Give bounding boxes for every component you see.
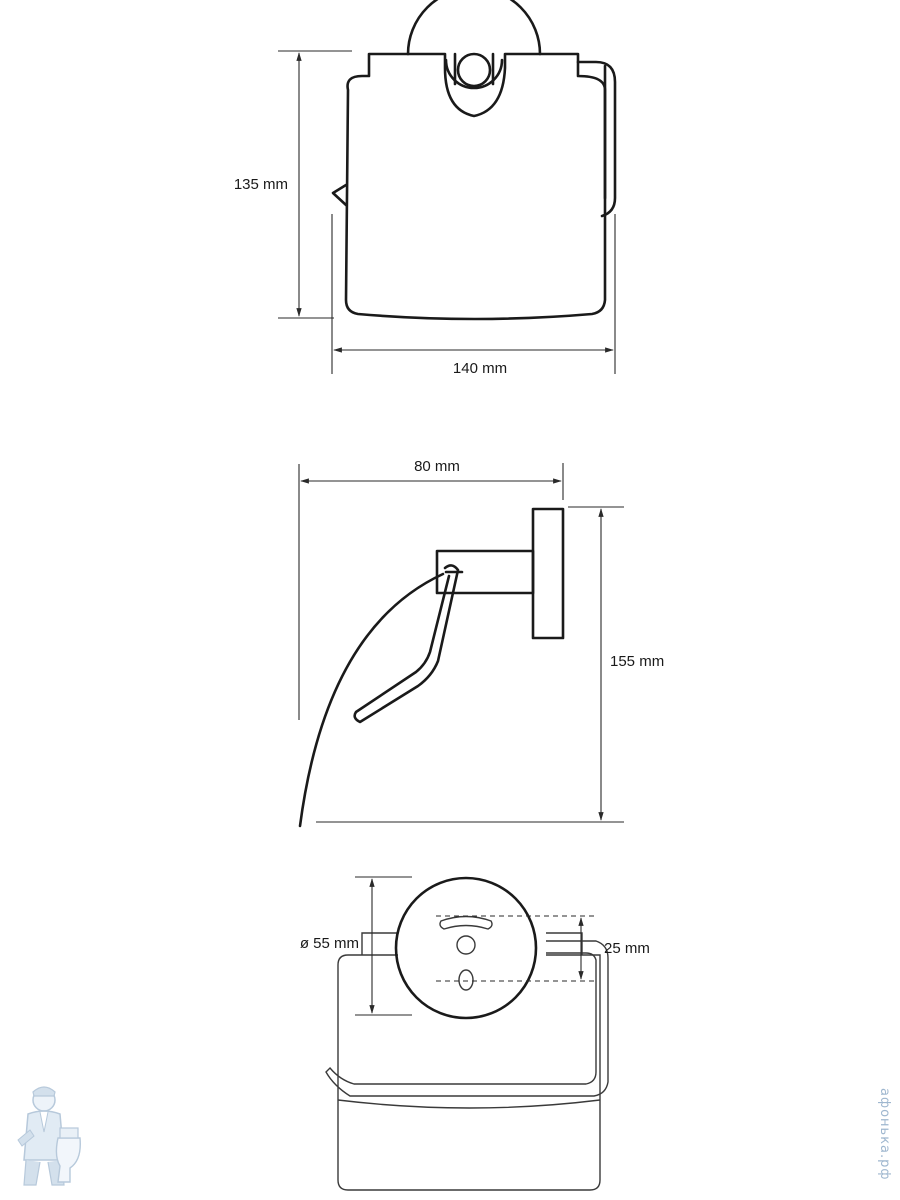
front-cover	[344, 52, 607, 321]
front-height-label: 135 mm	[234, 176, 288, 193]
top-rosette	[394, 876, 538, 1020]
side-wall-plate	[531, 507, 565, 640]
side-support-bar	[435, 549, 535, 595]
side-bent-rod	[353, 564, 460, 724]
side-depth-label: 80 mm	[414, 458, 460, 475]
front-bracket-knob	[456, 52, 492, 88]
watermark-text: афонька.рф	[877, 1088, 892, 1181]
top-paper-arm	[325, 940, 609, 1097]
side-lid-curve	[298, 572, 445, 828]
top-keyhole-slot	[439, 915, 493, 930]
front-view: 135 mm 140 mm	[234, 0, 617, 377]
front-bracket-loop	[444, 58, 504, 90]
top-screw-hole-upper	[456, 935, 476, 955]
front-arm	[576, 60, 617, 218]
side-view: 80 mm 155 mm	[298, 458, 664, 828]
top-spacing-label: 25 mm	[604, 940, 650, 957]
front-width-label: 140 mm	[453, 360, 507, 377]
top-view: ø 55 mm 25 mm	[300, 876, 650, 1191]
front-rosette	[406, 0, 542, 56]
plumber-mascot-icon	[17, 1086, 81, 1186]
side-height-label: 155 mm	[610, 653, 664, 670]
top-screw-hole-lower	[458, 969, 474, 991]
top-cover-outline	[337, 954, 601, 1191]
top-diameter-label: ø 55 mm	[300, 935, 359, 952]
front-hook	[331, 183, 348, 207]
